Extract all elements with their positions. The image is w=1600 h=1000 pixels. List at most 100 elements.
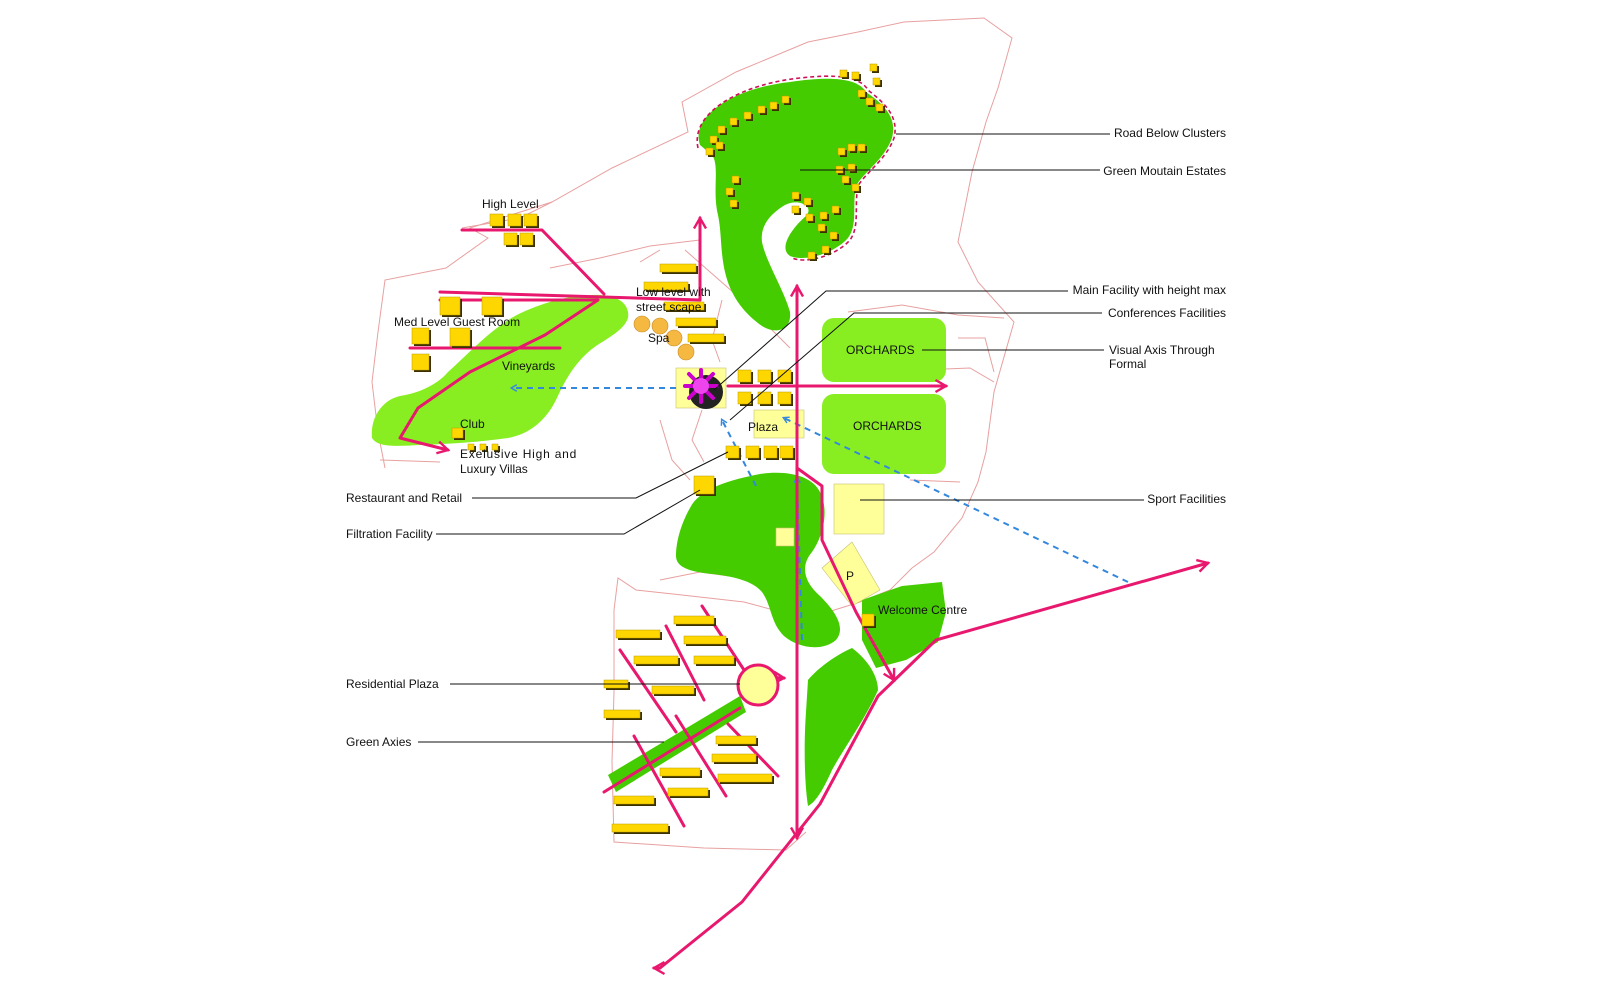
parking-area [821,541,881,607]
building-block [411,327,430,345]
building-block [737,391,752,405]
building-block [687,333,725,343]
building-block [875,103,884,112]
label-villas-1: Exelusive High and [460,447,577,461]
building-block [847,143,856,152]
building-block [781,95,790,104]
label-parking: P [846,569,854,583]
road-below-clusters [696,75,896,261]
label-sport-facilities: Sport Facilities [1147,492,1226,506]
building-block [857,89,866,98]
building-block [837,147,846,156]
label-villas-2: Luxury Villas [460,462,528,476]
label-vineyards: Vineyards [502,359,555,373]
building-block [715,141,724,150]
building-block [847,163,856,172]
building-block [737,369,752,383]
building-block [693,655,735,665]
building-block [851,71,860,80]
label-restaurant-retail: Restaurant and Retail [346,491,462,505]
building-block [725,445,740,459]
label-orchards-2: ORCHARDS [853,419,922,433]
label-filtration-facility: Filtration Facility [346,527,433,541]
building-block [803,197,812,206]
label-orchards-1: ORCHARDS [846,343,915,357]
callout-labels: Road Below Clusters Green Moutain Estate… [346,126,1226,749]
residential-plaza-circle [736,663,780,707]
road-network [398,215,1211,976]
building-block [729,199,738,208]
building-block [449,327,471,347]
label-visual-axis-2: Formal [1109,357,1146,371]
building-block [829,231,838,240]
leader-lines [418,133,1144,743]
building-block [439,296,461,316]
south-green-area [804,648,878,806]
building-block [757,369,772,383]
building-block [659,767,701,777]
building-block [743,111,752,120]
orchards-field-2 [822,394,946,474]
zone-labels: High Level Med Level Guest Room Low leve… [394,197,967,617]
welcome-green-area [862,582,946,668]
building-block [865,97,874,106]
building-block [659,263,697,273]
vineyards-area [371,294,629,446]
building-block [523,213,538,227]
building-block [757,391,772,405]
building-block [717,773,773,783]
label-green-axies: Green Axies [346,735,411,749]
building-block [479,443,487,451]
building-block [779,445,794,459]
label-plaza: Plaza [748,420,778,434]
filtration-block [775,527,795,547]
building-block [615,629,661,639]
building-block [861,613,875,627]
building-block [507,213,522,227]
building-block [709,135,718,144]
label-main-facility: Main Facility with height max [1073,283,1226,297]
label-spa: Spa [648,331,670,345]
building-block [725,187,734,196]
building-block [481,296,503,316]
label-road-below-clusters: Road Below Clusters [1114,126,1226,140]
building-block [683,635,727,645]
building-block [675,317,717,327]
building-block [841,175,850,184]
building-block [489,213,504,227]
building-block [769,101,778,110]
building-block [673,615,715,625]
green-mountain-estates-area [698,78,894,331]
label-conference-facilities: Conferences Facilities [1108,306,1226,320]
label-residential-plaza: Residential Plaza [346,677,439,691]
building-block [519,232,534,246]
building-block [705,147,714,156]
building-block [611,823,669,833]
building-block [715,735,757,745]
label-visual-axis-1: Visual Axis Through [1109,343,1215,357]
building-block [663,301,705,311]
building-block [839,69,848,78]
building-block [821,245,830,254]
sport-facilities-area [833,483,885,535]
label-low-level-2: street scape [636,300,702,314]
label-low-level-1: Low level with [636,285,711,299]
building-block [651,685,695,695]
building-block [745,445,760,459]
label-high-level: High Level [482,197,539,211]
building-block [731,175,740,184]
building-block [763,445,778,459]
building-block [491,443,499,451]
building-block [411,353,430,371]
building-block [633,655,679,665]
building-block [819,211,828,220]
building-block [717,125,726,134]
building-block [711,753,757,763]
building-block [667,787,709,797]
building-block [777,391,792,405]
building-block [791,205,800,214]
building-block [777,369,792,383]
building-block [851,183,860,192]
building-block [603,709,641,719]
